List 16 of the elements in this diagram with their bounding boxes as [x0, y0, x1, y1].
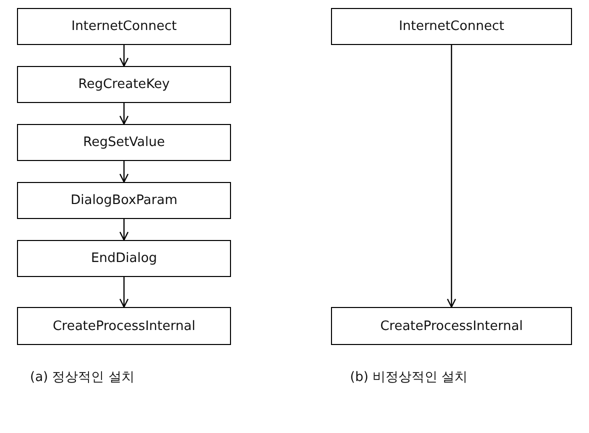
- function-box: InternetConnect: [17, 8, 231, 45]
- function-box: CreateProcessInternal: [17, 307, 231, 345]
- function-box: RegCreateKey: [17, 66, 231, 103]
- arrow: [119, 219, 129, 241]
- arrow: [119, 161, 129, 183]
- arrow: [446, 45, 456, 308]
- arrow: [119, 45, 129, 67]
- function-box: EndDialog: [17, 240, 231, 277]
- caption: (a) 정상적인 설치: [30, 369, 134, 386]
- arrow: [119, 277, 129, 308]
- function-box: CreateProcessInternal: [331, 307, 572, 345]
- function-box: RegSetValue: [17, 124, 231, 161]
- caption: (b) 비정상적인 설치: [350, 369, 468, 386]
- function-box: DialogBoxParam: [17, 182, 231, 219]
- function-box: InternetConnect: [331, 8, 572, 45]
- arrow: [119, 103, 129, 125]
